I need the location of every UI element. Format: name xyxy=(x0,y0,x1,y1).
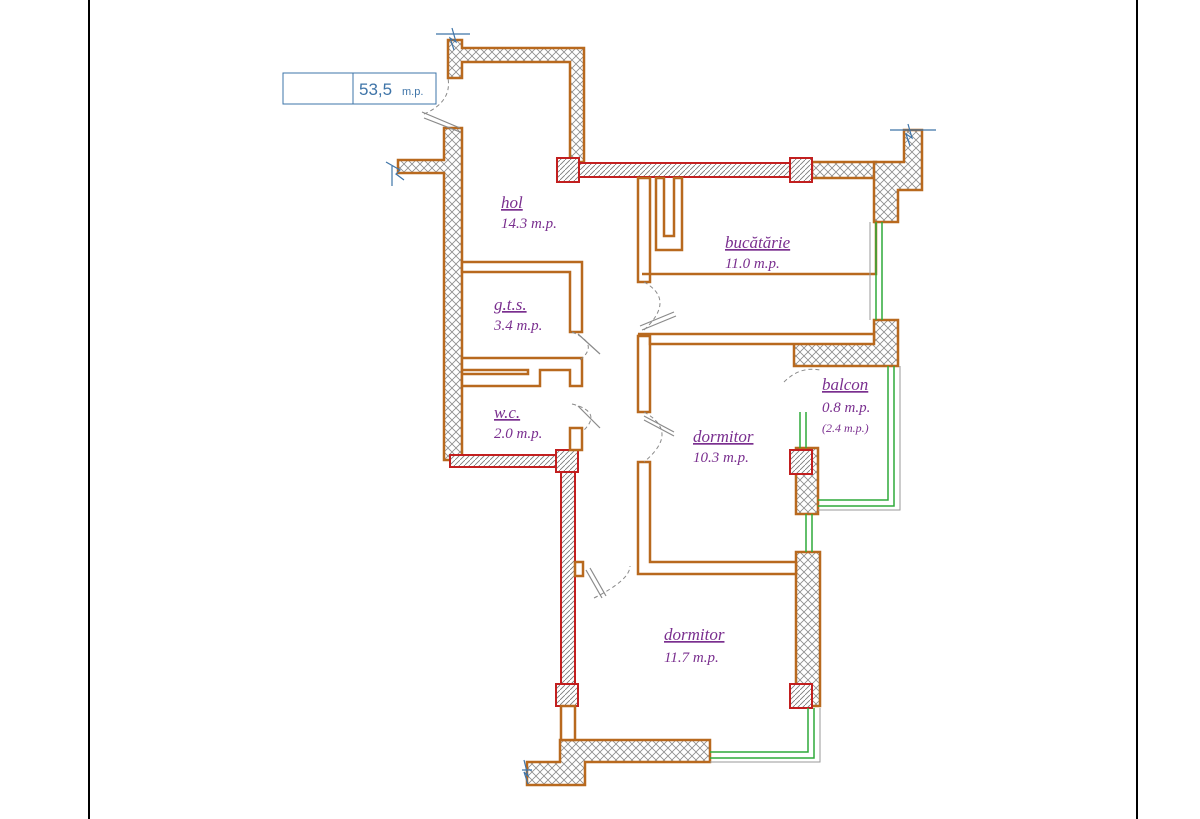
room-name-bedroom2: dormitor xyxy=(664,625,725,644)
room-name-bedroom1: dormitor xyxy=(693,427,754,446)
wc-door xyxy=(571,403,592,433)
entrance-door xyxy=(423,77,449,115)
interior-walls xyxy=(460,176,878,742)
room-name-gts: g.t.s. xyxy=(494,295,527,314)
room-area-balcony: 0.8 m.p. xyxy=(822,400,870,416)
room-area-kitchen: 11.0 m.p. xyxy=(725,256,780,272)
column xyxy=(555,449,579,473)
room-area-hol: 14.3 m.p. xyxy=(501,216,557,232)
room-area-wc: 2.0 m.p. xyxy=(494,426,542,442)
room-area-gts: 3.4 m.p. xyxy=(493,318,542,334)
kitchen-door xyxy=(643,281,661,331)
bedroom1-door xyxy=(643,411,663,463)
room-name-wc: w.c. xyxy=(494,403,520,422)
total-area-value: 53,5 xyxy=(359,80,392,99)
doors xyxy=(423,77,821,599)
column xyxy=(789,683,813,709)
column xyxy=(789,157,813,183)
total-area-box: 53,5 m.p. xyxy=(282,72,437,105)
room-area-bedroom2: 11.7 m.p. xyxy=(664,650,719,666)
window-frames xyxy=(710,222,901,763)
gts-door xyxy=(571,331,589,361)
windows xyxy=(710,222,895,759)
room-note-balcony: (2.4 m.p.) xyxy=(822,421,869,435)
total-area-unit: m.p. xyxy=(402,86,423,98)
room-name-kitchen: bucătărie xyxy=(725,233,791,252)
columns xyxy=(555,157,813,709)
room-name-hol: hol xyxy=(501,193,523,212)
door-leaves xyxy=(421,111,677,599)
bedroom2-door xyxy=(593,565,631,599)
column xyxy=(555,683,579,707)
room-area-bedroom1: 10.3 m.p. xyxy=(693,450,749,466)
structural-walls xyxy=(449,162,791,685)
room-name-balcony: balcon xyxy=(822,375,868,394)
balcony-door xyxy=(783,368,821,383)
exterior-walls xyxy=(396,38,924,787)
column xyxy=(789,449,813,475)
room-labels: hol 14.3 m.p. bucătărie 11.0 m.p. g.t.s.… xyxy=(493,193,870,666)
column xyxy=(556,157,580,183)
break-symbols xyxy=(385,27,936,785)
